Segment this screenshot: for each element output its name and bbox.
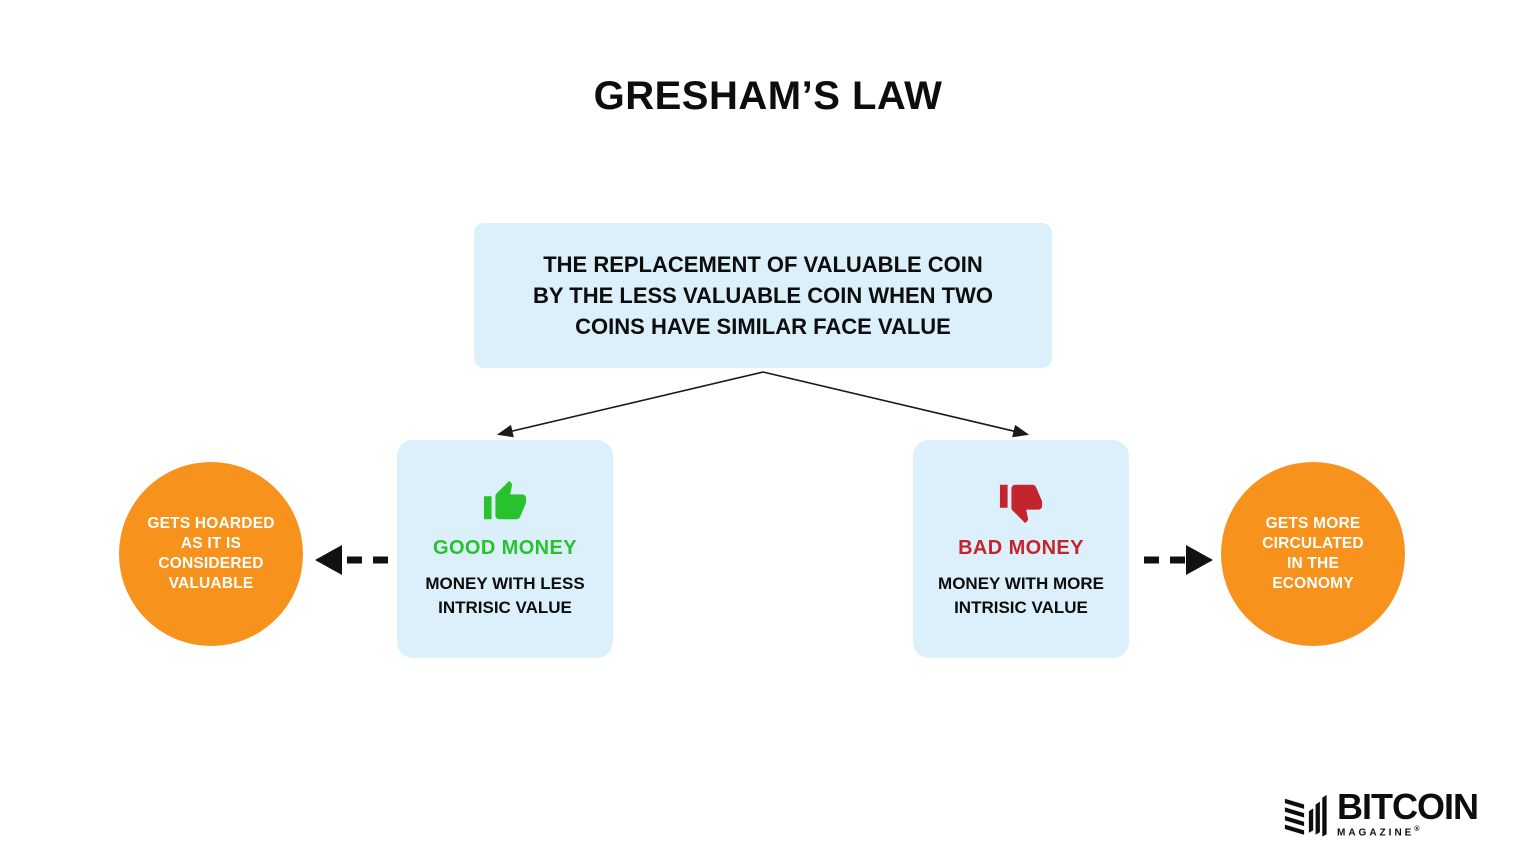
bitcoin-magazine-logo: BITCOIN MAGAZINE® [1283,786,1479,841]
hoarded-outcome-text: GETS HOARDED AS IT IS CONSIDERED VALUABL… [147,514,274,594]
good-money-label: GOOD MONEY [432,536,577,559]
page-title: GRESHAM’S LAW [593,74,943,118]
circulated-line-1: GETS MORE [1265,515,1361,532]
hoarded-line-1: GETS HOARDED [147,515,275,532]
connector-arrow-right [762,371,1030,438]
definition-line-2: BY THE LESS VALUABLE COIN WHEN TWO [533,283,993,308]
hoarded-outcome-circle: GETS HOARDED AS IT IS CONSIDERED VALUABL… [119,462,303,646]
bad-money-label: BAD MONEY [958,536,1084,559]
circulated-outcome-circle: GETS MORE CIRCULATED IN THE ECONOMY [1221,462,1405,646]
bitcoin-magazine-wordmark: BITCOIN MAGAZINE® [1337,786,1479,839]
definition-box: THE REPLACEMENT OF VALUABLE COIN BY THE … [474,223,1052,368]
good-money-card: GOOD MONEY MONEY WITH LESS INTRISIC VALU… [397,440,613,658]
hoarded-line-2: AS IT IS [180,535,242,552]
registered-mark: ® [1414,826,1420,833]
good-money-description-line-2: INTRISIC VALUE [438,597,572,617]
circulated-line-3: IN THE [1286,555,1339,572]
bad-money-description-line-2: INTRISIC VALUE [954,597,1088,617]
hoarded-line-3: CONSIDERED [158,555,264,572]
logo-brand-text: BITCOIN [1337,786,1479,827]
circulated-outcome-text: GETS MORE CIRCULATED IN THE ECONOMY [1262,514,1364,594]
bad-money-card: BAD MONEY MONEY WITH MORE INTRISIC VALUE [913,440,1129,658]
thumbs-up-icon [483,480,527,519]
circulated-line-4: ECONOMY [1272,575,1354,592]
hoarded-line-4: VALUABLE [168,575,254,592]
logo-magazine-text: MAGAZINE [1337,827,1415,839]
definition-line-3: COINS HAVE SIMILAR FACE VALUE [575,314,951,339]
connector-arrow-left [496,371,764,438]
definition-line-1: THE REPLACEMENT OF VALUABLE COIN [543,252,983,277]
dashed-arrow-right-head [1186,545,1213,575]
dashed-arrow-left-head [315,545,342,575]
good-money-description-line-1: MONEY WITH LESS [425,573,585,593]
bad-money-description-line-1: MONEY WITH MORE [938,573,1104,593]
circulated-line-2: CIRCULATED [1262,535,1364,552]
good-money-description: MONEY WITH LESS INTRISIC VALUE [425,572,584,620]
logo-sub-text: MAGAZINE® [1337,826,1478,838]
thumbs-down-icon [999,484,1043,523]
bitcoin-magazine-book-icon [1284,794,1327,837]
bad-money-description: MONEY WITH MORE INTRISIC VALUE [938,572,1104,620]
